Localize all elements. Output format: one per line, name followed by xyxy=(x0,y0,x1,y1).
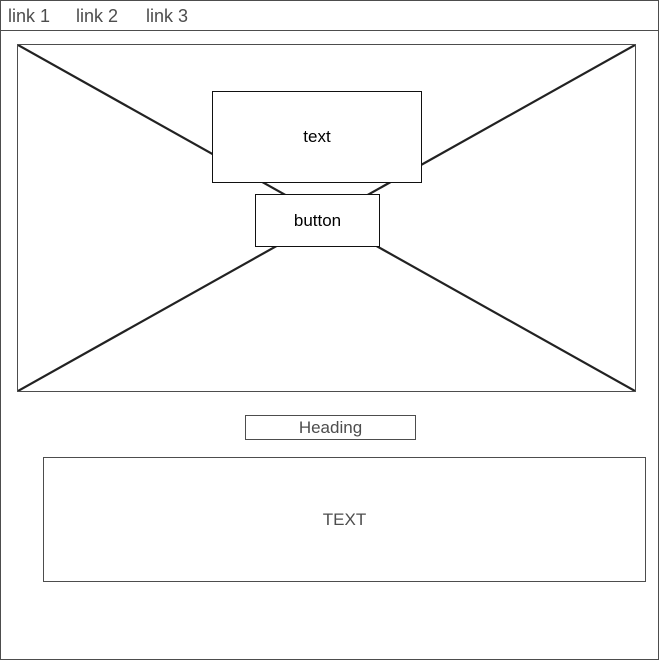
hero-text-box: text xyxy=(212,91,422,183)
nav-link-1[interactable]: link 1 xyxy=(8,6,51,26)
nav-link-3[interactable]: link 3 xyxy=(146,6,189,26)
section-body-text: TEXT xyxy=(322,509,367,529)
hero-button-label: button xyxy=(293,210,342,230)
section-text-box: TEXT xyxy=(43,457,646,582)
top-nav: link 1 link 2 link 3 xyxy=(1,1,659,31)
hero-text: text xyxy=(303,127,331,146)
section-heading: Heading xyxy=(245,415,416,440)
nav-link-2[interactable]: link 2 xyxy=(76,6,119,26)
section-heading-text: Heading xyxy=(298,417,363,437)
hero-button[interactable]: button xyxy=(255,194,380,247)
